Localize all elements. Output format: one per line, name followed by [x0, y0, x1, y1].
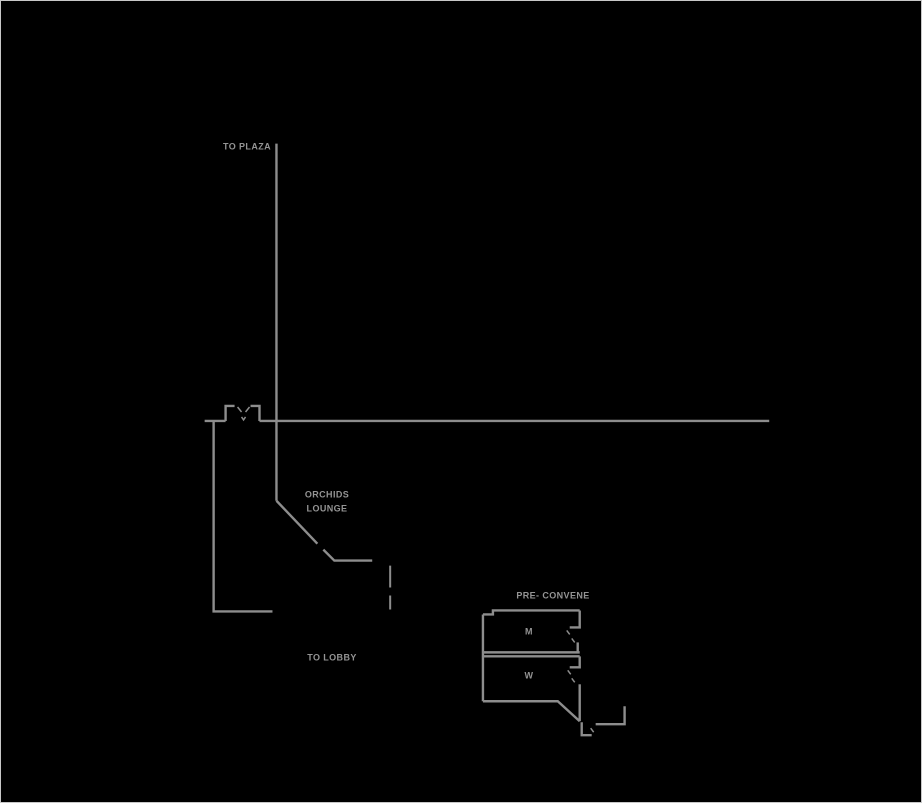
- mens-room-right-wall-upper: [569, 610, 581, 629]
- pre-convene-label: PRE- CONVENE: [516, 590, 590, 601]
- mens-room-door-swing-icon: [566, 629, 576, 643]
- exit-door-left-jamb: [580, 722, 592, 737]
- exit-corridor-wall: [595, 706, 626, 726]
- womens-room-right-wall-upper: [569, 656, 581, 669]
- womens-room-bottom-wall: [482, 700, 581, 723]
- lobby-wall: [212, 420, 273, 613]
- exit-door-swing-icon: [590, 727, 595, 733]
- mens-room-label: M: [525, 626, 533, 637]
- womens-room-door-swing-icon: [567, 669, 576, 683]
- orchids-lounge-label-line2: LOUNGE: [306, 503, 348, 514]
- orchids-lounge-label-line1: ORCHIDS: [304, 489, 350, 500]
- entry-door-left-jamb: [224, 404, 235, 421]
- mens-room-top-wall: [482, 609, 580, 616]
- lounge-diagonal-wall-lower: [322, 548, 373, 562]
- lounge-diagonal-wall-upper: [275, 499, 319, 545]
- to-plaza-label: TO PLAZA: [222, 141, 272, 152]
- entry-door-right-jamb: [250, 404, 261, 421]
- womens-room-label: W: [524, 670, 534, 681]
- wall-lines: [204, 143, 770, 737]
- to-lobby-label: TO LOBBY: [307, 652, 357, 663]
- entry-door-swing-icon: [236, 406, 251, 422]
